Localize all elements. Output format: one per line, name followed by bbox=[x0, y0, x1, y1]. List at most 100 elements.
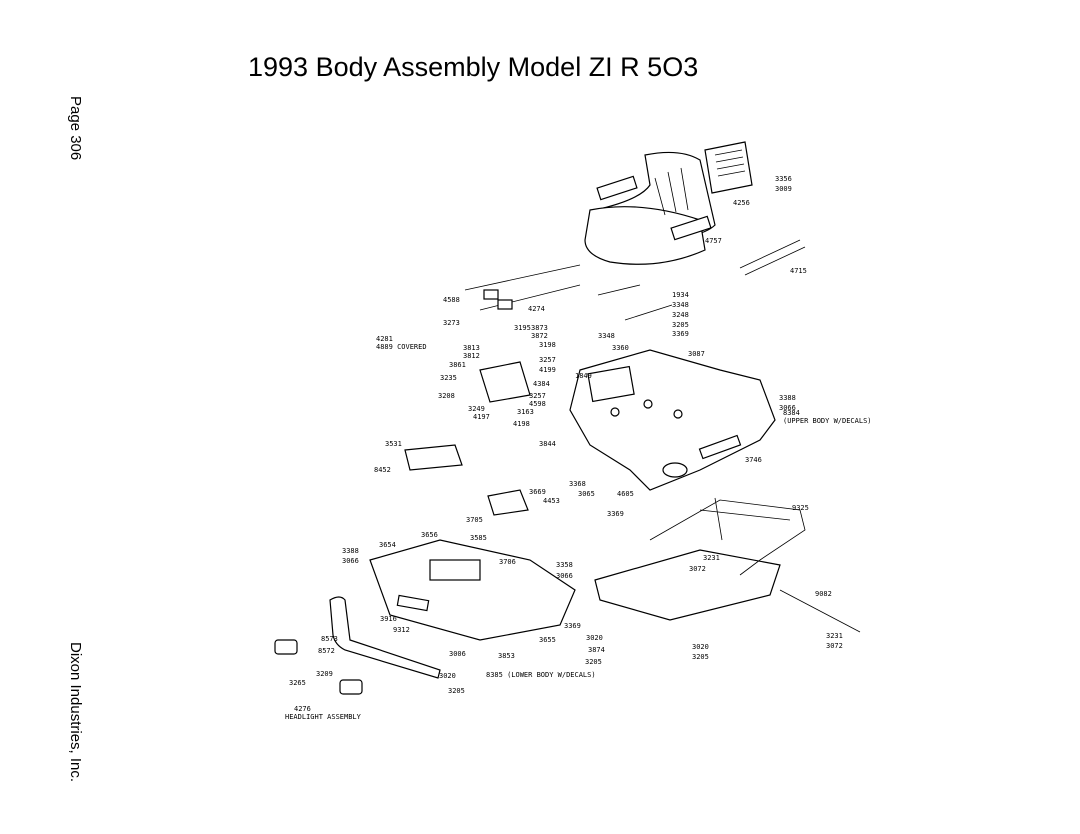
part-label: 3249 bbox=[468, 405, 485, 413]
part-label: 3812 bbox=[463, 352, 480, 360]
part-label: 8452 bbox=[374, 466, 391, 474]
part-label: 3388 bbox=[342, 547, 359, 555]
part-label: 4256 bbox=[733, 199, 750, 207]
part-label: 3065 bbox=[578, 490, 595, 498]
part-label: 3231 bbox=[826, 632, 843, 640]
part-label: 4197 bbox=[473, 413, 490, 421]
headlight-right bbox=[339, 679, 363, 695]
panel-part bbox=[404, 444, 463, 471]
part-label: 8572 bbox=[318, 647, 335, 655]
part-label: 8573 bbox=[321, 635, 338, 643]
part-label: 3669 bbox=[529, 488, 546, 496]
part-label: 3861 bbox=[449, 361, 466, 369]
part-label: 3257 bbox=[539, 356, 556, 364]
part-label: 3273 bbox=[443, 319, 460, 327]
part-label: 4715 bbox=[790, 267, 807, 275]
seat-bracket bbox=[597, 284, 673, 321]
part-label: 3873 bbox=[531, 324, 548, 332]
part-label: 4274 bbox=[528, 305, 545, 313]
part-label: 3360 bbox=[612, 344, 629, 352]
part-label: 3020 bbox=[692, 643, 709, 651]
grill-part bbox=[704, 141, 753, 194]
part-label: 3369 bbox=[672, 330, 689, 338]
part-label: 3655 bbox=[539, 636, 556, 644]
part-label: 3072 bbox=[826, 642, 843, 650]
part-label: 3208 bbox=[438, 392, 455, 400]
page-title: 1993 Body Assembly Model ZI R 5O3 bbox=[248, 52, 699, 82]
headlight-left bbox=[274, 639, 298, 655]
part-label: 3198 bbox=[539, 341, 556, 349]
part-label: 3388 bbox=[779, 394, 796, 402]
part-label: 3369 bbox=[607, 510, 624, 518]
part-label: 9312 bbox=[393, 626, 410, 634]
part-label: 3874 bbox=[588, 646, 605, 654]
part-label: 3853 bbox=[498, 652, 515, 660]
part-label: 3872 bbox=[531, 332, 548, 340]
part-label: 4276 bbox=[294, 705, 311, 713]
part-label: 9082 bbox=[815, 590, 832, 598]
part-label: 3066 bbox=[556, 572, 573, 580]
part-label: 3257 bbox=[529, 392, 546, 400]
part-label: 4605 bbox=[617, 490, 634, 498]
part-label: 3248 bbox=[672, 311, 689, 319]
part-label: 4889 COVERED bbox=[376, 343, 427, 351]
part-label: 4453 bbox=[543, 497, 560, 505]
part-label: 3844 bbox=[539, 440, 556, 448]
part-label: 3348 bbox=[672, 301, 689, 309]
part-label: 4199 bbox=[539, 366, 556, 374]
part-label: 3087 bbox=[688, 350, 705, 358]
part-label: 1849 bbox=[575, 372, 592, 380]
part-label: 3235 bbox=[440, 374, 457, 382]
part-label: 3205 bbox=[585, 658, 602, 666]
part-label: 3231 bbox=[703, 554, 720, 562]
part-label: 4757 bbox=[705, 237, 722, 245]
part-label: 3205 bbox=[692, 653, 709, 661]
part-label: 3705 bbox=[466, 516, 483, 524]
part-labels: 3356 3009 4256 4757 4715 1934 3348 3248 … bbox=[285, 175, 872, 721]
part-label: 3066 bbox=[342, 557, 359, 565]
part-label: HEADLIGHT ASSEMBLY bbox=[285, 713, 362, 721]
part-label: 3020 bbox=[586, 634, 603, 642]
upper-body-part bbox=[569, 349, 776, 491]
part-label: 3706 bbox=[499, 558, 516, 566]
part-label: 3066 bbox=[779, 404, 796, 412]
part-label: (UPPER BODY W/DECALS) bbox=[783, 417, 872, 425]
part-label: 9325 bbox=[792, 504, 809, 512]
bumper-part bbox=[329, 596, 441, 679]
part-label: 3205 bbox=[448, 687, 465, 695]
part-label: 3369 bbox=[564, 622, 581, 630]
lower-body-part bbox=[369, 539, 576, 641]
pedal-part bbox=[487, 489, 529, 516]
belt-part bbox=[739, 239, 806, 276]
part-label: 3020 bbox=[439, 672, 456, 680]
part-label: 3813 bbox=[463, 344, 480, 352]
part-label: 3072 bbox=[689, 565, 706, 573]
part-label: 3205 bbox=[672, 321, 689, 329]
part-label: 4598 bbox=[529, 400, 546, 408]
part-label: 4384 bbox=[533, 380, 550, 388]
control-bracket-part bbox=[464, 264, 581, 403]
part-label: 3585 bbox=[470, 534, 487, 542]
part-label: 3356 bbox=[775, 175, 792, 183]
part-label: 4281 bbox=[376, 335, 393, 343]
part-label: 3195 bbox=[514, 324, 531, 332]
part-label: 8384 bbox=[783, 409, 800, 417]
part-label: 3746 bbox=[745, 456, 762, 464]
part-label: 3654 bbox=[379, 541, 396, 549]
part-label: 4588 bbox=[443, 296, 460, 304]
part-label: 3009 bbox=[775, 185, 792, 193]
part-label: 3209 bbox=[316, 670, 333, 678]
part-label: 3163 bbox=[517, 408, 534, 416]
part-label: 3358 bbox=[556, 561, 573, 569]
part-label: 1934 bbox=[672, 291, 689, 299]
part-label: 3656 bbox=[421, 531, 438, 539]
part-label: 3368 bbox=[569, 480, 586, 488]
part-label: 3265 bbox=[289, 679, 306, 687]
part-label: 3531 bbox=[385, 440, 402, 448]
part-label: 3916 bbox=[380, 615, 397, 623]
part-label: 3006 bbox=[449, 650, 466, 658]
part-label: 3348 bbox=[598, 332, 615, 340]
frame-part bbox=[594, 497, 861, 633]
seat-part bbox=[584, 151, 716, 265]
